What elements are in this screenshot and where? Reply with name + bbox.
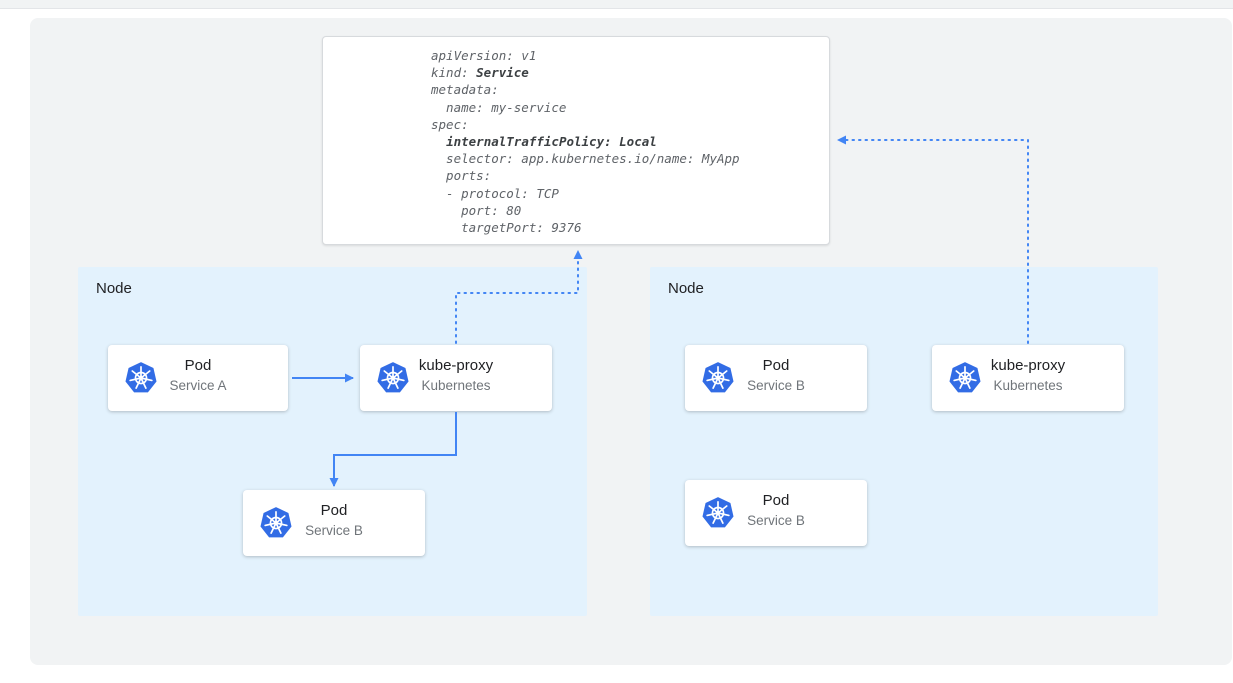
yaml-line: - protocol: TCP bbox=[431, 185, 559, 201]
card-subtitle: Service A bbox=[169, 378, 227, 393]
pod-service-b-card-right-bottom: Pod Service B bbox=[685, 480, 867, 546]
card-title: kube-proxy bbox=[990, 357, 1066, 374]
card-title: Pod bbox=[762, 492, 790, 509]
yaml-line: apiVersion: v1 bbox=[431, 48, 537, 63]
yaml-line: kind: Service bbox=[431, 65, 529, 81]
kube-proxy-card-left: kube-proxy Kubernetes bbox=[360, 345, 552, 411]
card-subtitle: Service B bbox=[747, 513, 805, 528]
yaml-line: ports: bbox=[431, 168, 492, 184]
service-yaml-box: apiVersion: v1 kind: Service metadata: n… bbox=[322, 36, 830, 245]
node-label: Node bbox=[96, 280, 132, 297]
yaml-line: port: 80 bbox=[431, 202, 522, 218]
card-title: Pod bbox=[762, 357, 790, 374]
yaml-line: internalTrafficPolicy: Local bbox=[446, 134, 657, 150]
pod-service-a-card: Pod Service A bbox=[108, 345, 288, 411]
card-title: kube-proxy bbox=[418, 357, 494, 374]
node-panel-right: Node Pod Service B kube-proxy Kubernetes bbox=[650, 267, 1158, 616]
diagram-panel: apiVersion: v1 kind: Service metadata: n… bbox=[30, 18, 1232, 665]
card-title: Pod bbox=[320, 502, 348, 519]
yaml-line: targetPort: 9376 bbox=[431, 220, 582, 236]
card-subtitle: Kubernetes bbox=[421, 378, 491, 393]
yaml-line: spec: bbox=[431, 116, 469, 132]
page-top-bar bbox=[0, 0, 1233, 9]
yaml-line: name: my-service bbox=[431, 99, 567, 115]
yaml-line: metadata: bbox=[431, 82, 499, 98]
card-subtitle: Kubernetes bbox=[993, 378, 1063, 393]
kube-proxy-card-right: kube-proxy Kubernetes bbox=[932, 345, 1124, 411]
node-label: Node bbox=[668, 280, 704, 297]
node-panel-left: Node Pod Service A kube-proxy Kubernetes bbox=[78, 267, 587, 616]
card-title: Pod bbox=[184, 357, 212, 374]
pod-service-b-card-right-top: Pod Service B bbox=[685, 345, 867, 411]
card-subtitle: Service B bbox=[305, 523, 363, 538]
yaml-line: selector: app.kubernetes.io/name: MyApp bbox=[431, 151, 740, 167]
card-subtitle: Service B bbox=[747, 378, 805, 393]
pod-service-b-card-left: Pod Service B bbox=[243, 490, 425, 556]
